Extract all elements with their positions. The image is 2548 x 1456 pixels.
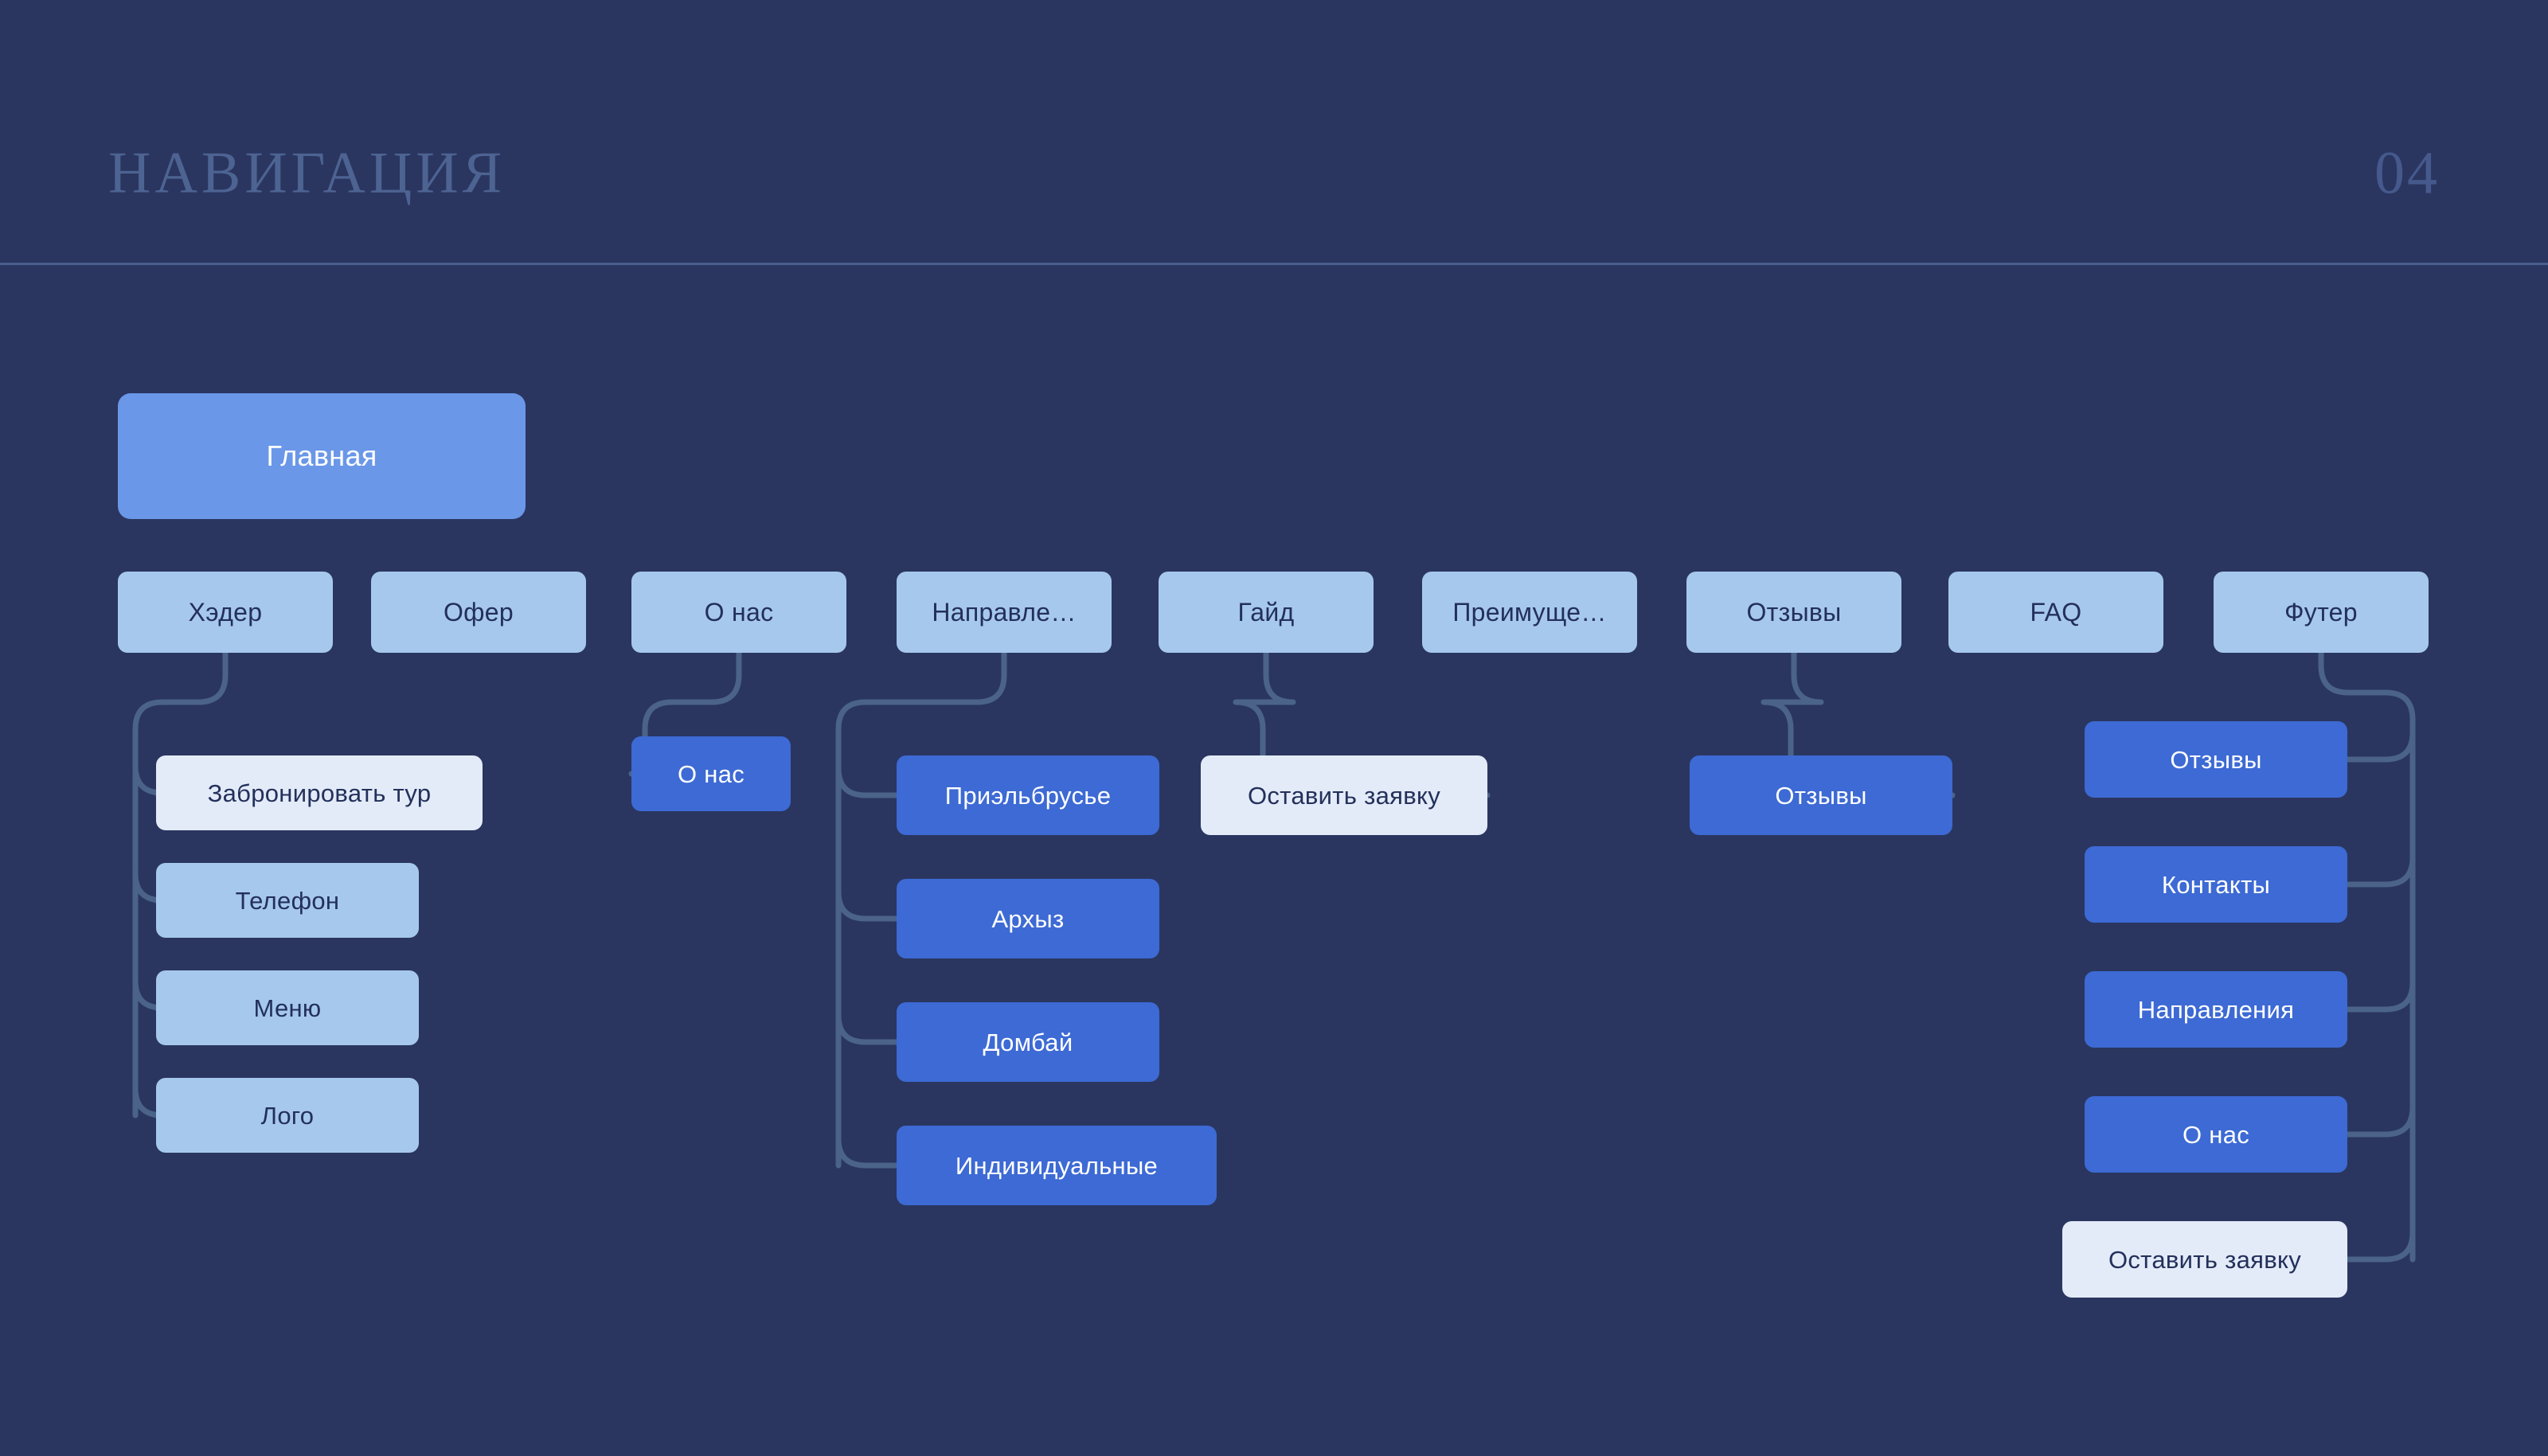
node-child-Хэдер-2[interactable]: Телефон <box>156 863 419 938</box>
node-child-Онас-1[interactable]: О нас <box>631 736 791 811</box>
node-child-Направле-1[interactable]: Приэльбрусье <box>897 755 1159 835</box>
node-section-6[interactable]: Преимуще… <box>1422 572 1637 653</box>
node-section-3[interactable]: О нас <box>631 572 846 653</box>
node-section-8[interactable]: FAQ <box>1948 572 2163 653</box>
node-section-7[interactable]: Отзывы <box>1686 572 1901 653</box>
node-child-Футер-4[interactable]: О нас <box>2085 1096 2347 1173</box>
slide-header: НАВИГАЦИЯ 04 <box>0 0 2548 263</box>
header-divider <box>0 263 2548 265</box>
node-section-2[interactable]: Офер <box>371 572 586 653</box>
node-child-Хэдер-3[interactable]: Меню <box>156 970 419 1045</box>
node-child-Направле-3[interactable]: Домбай <box>897 1002 1159 1082</box>
node-child-Футер-3[interactable]: Направления <box>2085 971 2347 1048</box>
page-title: НАВИГАЦИЯ <box>108 140 506 206</box>
node-child-Футер-2[interactable]: Контакты <box>2085 846 2347 923</box>
node-section-4[interactable]: Направле… <box>897 572 1112 653</box>
node-child-Хэдер-4[interactable]: Лого <box>156 1078 419 1153</box>
node-child-Отзывы-1[interactable]: Отзывы <box>1690 755 1952 835</box>
node-child-Направле-4[interactable]: Индивидуальные <box>897 1126 1217 1205</box>
node-root-home[interactable]: Главная <box>118 393 526 519</box>
node-section-1[interactable]: Хэдер <box>118 572 333 653</box>
page-number: 04 <box>2374 139 2440 207</box>
node-child-Гайд-1[interactable]: Оставить заявку <box>1201 755 1487 835</box>
node-section-5[interactable]: Гайд <box>1159 572 1374 653</box>
node-child-Футер-5[interactable]: Оставить заявку <box>2062 1221 2347 1298</box>
node-section-9[interactable]: Футер <box>2214 572 2429 653</box>
node-child-Направле-2[interactable]: Архыз <box>897 879 1159 958</box>
node-child-Футер-1[interactable]: Отзывы <box>2085 721 2347 798</box>
node-child-Хэдер-1[interactable]: Забронировать тур <box>156 755 483 830</box>
